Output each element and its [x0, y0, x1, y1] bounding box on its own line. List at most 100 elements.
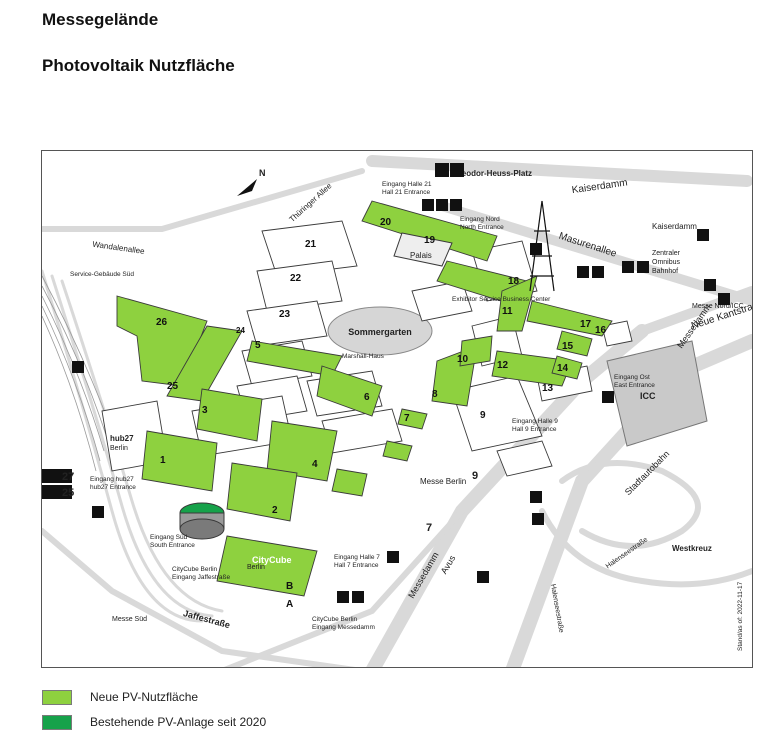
legend-swatch-existing: [42, 714, 72, 730]
pv-hall-7-mid: [382, 440, 413, 462]
sommergarten-label: Sommergarten: [348, 327, 412, 337]
parking-icon: [352, 591, 364, 603]
pv-areas-new: [116, 200, 613, 597]
entrance-halle7-1: Eingang Halle 7: [334, 554, 380, 561]
zob-label-1: Zentraler: [652, 250, 681, 257]
parking-icon: [450, 199, 462, 211]
parking-icon: [422, 199, 434, 211]
wheelchair-icon: [450, 163, 464, 177]
pv-hall-15: [556, 330, 593, 357]
entrance-citycube-s1: CityCube Berlin: [172, 566, 218, 573]
entrance-halle21-2: Hall 21 Entrance: [382, 189, 430, 196]
pv-hall-20: [361, 200, 498, 262]
parking-icon: [387, 551, 399, 563]
pv-hall-4: [266, 420, 338, 482]
entrance-halle9-2: Hall 9 Entrance: [512, 426, 557, 433]
messe-nord-icc-label: Messe Nord/ICC: [692, 303, 744, 310]
hall-22-label: 22: [290, 273, 302, 284]
legend-new-pv: Neue PV-Nutzfläche: [42, 689, 198, 705]
entrance-citycube-s2: Eingang Jaffestraße: [172, 574, 230, 581]
hall-3-label: 3: [202, 405, 208, 416]
legend-swatch-new: [42, 689, 72, 705]
hub27-label-1: hub27: [110, 434, 134, 443]
pv-hall-2: [226, 462, 298, 522]
entrance-halle9-1: Eingang Halle 9: [512, 418, 558, 425]
hall-23-label: 23: [279, 309, 291, 320]
hall-10-label: 10: [457, 354, 469, 365]
pv-hall-26: [116, 295, 208, 387]
entrance-nord-2: North Entrance: [460, 224, 504, 231]
hall-14-label: 14: [557, 363, 569, 374]
messe-sued-label: Messe Süd: [112, 616, 147, 623]
hall-15-label: 15: [562, 341, 574, 352]
hall-6-label: 6: [364, 392, 370, 403]
hall-17-label: 17: [580, 319, 592, 330]
svg-text:N: N: [259, 168, 266, 178]
gate-27-label: 27: [62, 471, 74, 483]
parking-icon: [532, 513, 544, 525]
parking-icon: [92, 506, 104, 518]
legend-label-existing: Bestehende PV-Anlage seit 2020: [90, 715, 267, 729]
kaiserdamm-station-label: Kaiserdamm: [652, 222, 697, 231]
pv-hall-14: [551, 355, 583, 380]
entrance-sued-2: South Entrance: [150, 542, 195, 549]
citycube-label-2: Berlin: [247, 564, 265, 571]
bus-icon: [577, 266, 589, 278]
parking-icon: [72, 361, 84, 373]
page-subtitle: Photovoltaik Nutzfläche: [42, 56, 235, 75]
hall-b-label: B: [286, 581, 293, 592]
bus-icon: [637, 261, 649, 273]
gate-9-label: 9: [472, 470, 478, 482]
pv-hall-17: [526, 300, 613, 337]
kaiserdamm-street: Kaiserdamm: [571, 177, 628, 196]
u-bahn-icon: [435, 163, 449, 177]
theodor-heuss-platz-label: Theodor-Heuss-Platz: [452, 169, 532, 178]
pv-hall-11: [496, 275, 538, 332]
legend-existing-pv: Bestehende PV-Anlage seit 2020: [42, 714, 266, 730]
hall-18-label: 18: [508, 276, 520, 287]
westkreuz-label: Westkreuz: [672, 544, 712, 553]
pv-hall-7-top: [397, 408, 428, 430]
service-center-label: Exhibitor Service Business Center: [452, 296, 551, 303]
taxi-icon: [337, 591, 349, 603]
bus-icon: [602, 391, 614, 403]
entrance-citycube-2: Eingang Messedamm: [312, 624, 375, 631]
taxi-icon: [436, 199, 448, 211]
hall-25-label: 25: [167, 381, 179, 392]
hall-7-label: 7: [404, 413, 410, 424]
gate-7-label: 7: [426, 522, 432, 534]
hall-8-label: 8: [432, 389, 438, 400]
hall-24-label: 24: [236, 326, 245, 335]
palais-label: Palais: [410, 251, 432, 260]
entrance-nord-1: Eingang Nord: [460, 216, 500, 223]
pv-hall-1: [141, 430, 218, 492]
site-map: Sommergarten: [41, 150, 753, 668]
hall-1-label: 1: [160, 455, 166, 466]
pv-hall-6: [316, 365, 383, 417]
north-arrow-icon: N: [237, 168, 266, 196]
legend-label-new: Neue PV-Nutzfläche: [90, 690, 199, 704]
entrance-hub27-2: hub27 Entrance: [90, 484, 136, 491]
citycube-label-1: CityCube: [252, 555, 292, 565]
hall-4-label: 4: [312, 459, 318, 470]
pv-hall-3: [196, 388, 263, 442]
hall-19-label: 19: [424, 235, 436, 246]
transport-signs: [72, 163, 730, 603]
wandalenallee-street: Wandalenallee: [92, 240, 146, 256]
halenseestrasse-1: Halenseestraße: [549, 583, 564, 633]
icc-label: ICC: [640, 391, 656, 401]
hall-2-label: 2: [272, 505, 278, 516]
entrance-ost-1: Eingang Ost: [614, 374, 650, 381]
halls-outline: [101, 220, 633, 477]
palais-building: [393, 232, 453, 267]
entrance-ost-2: East Entrance: [614, 382, 655, 389]
gate-25-label: 25: [62, 487, 74, 499]
jaffestrasse-street: Jaffestraße: [182, 608, 231, 630]
entrance-halle21-1: Eingang Halle 21: [382, 181, 432, 188]
entrance-halle7-2: Hall 7 Entrance: [334, 562, 379, 569]
hall-12-label: 12: [497, 360, 509, 371]
page-title: Messegelände: [42, 10, 159, 29]
hall-9-label: 9: [480, 410, 486, 421]
stand-label: Stand/as of: 2022-11-17: [737, 581, 744, 651]
entrance-citycube-1: CityCube Berlin: [312, 616, 358, 623]
